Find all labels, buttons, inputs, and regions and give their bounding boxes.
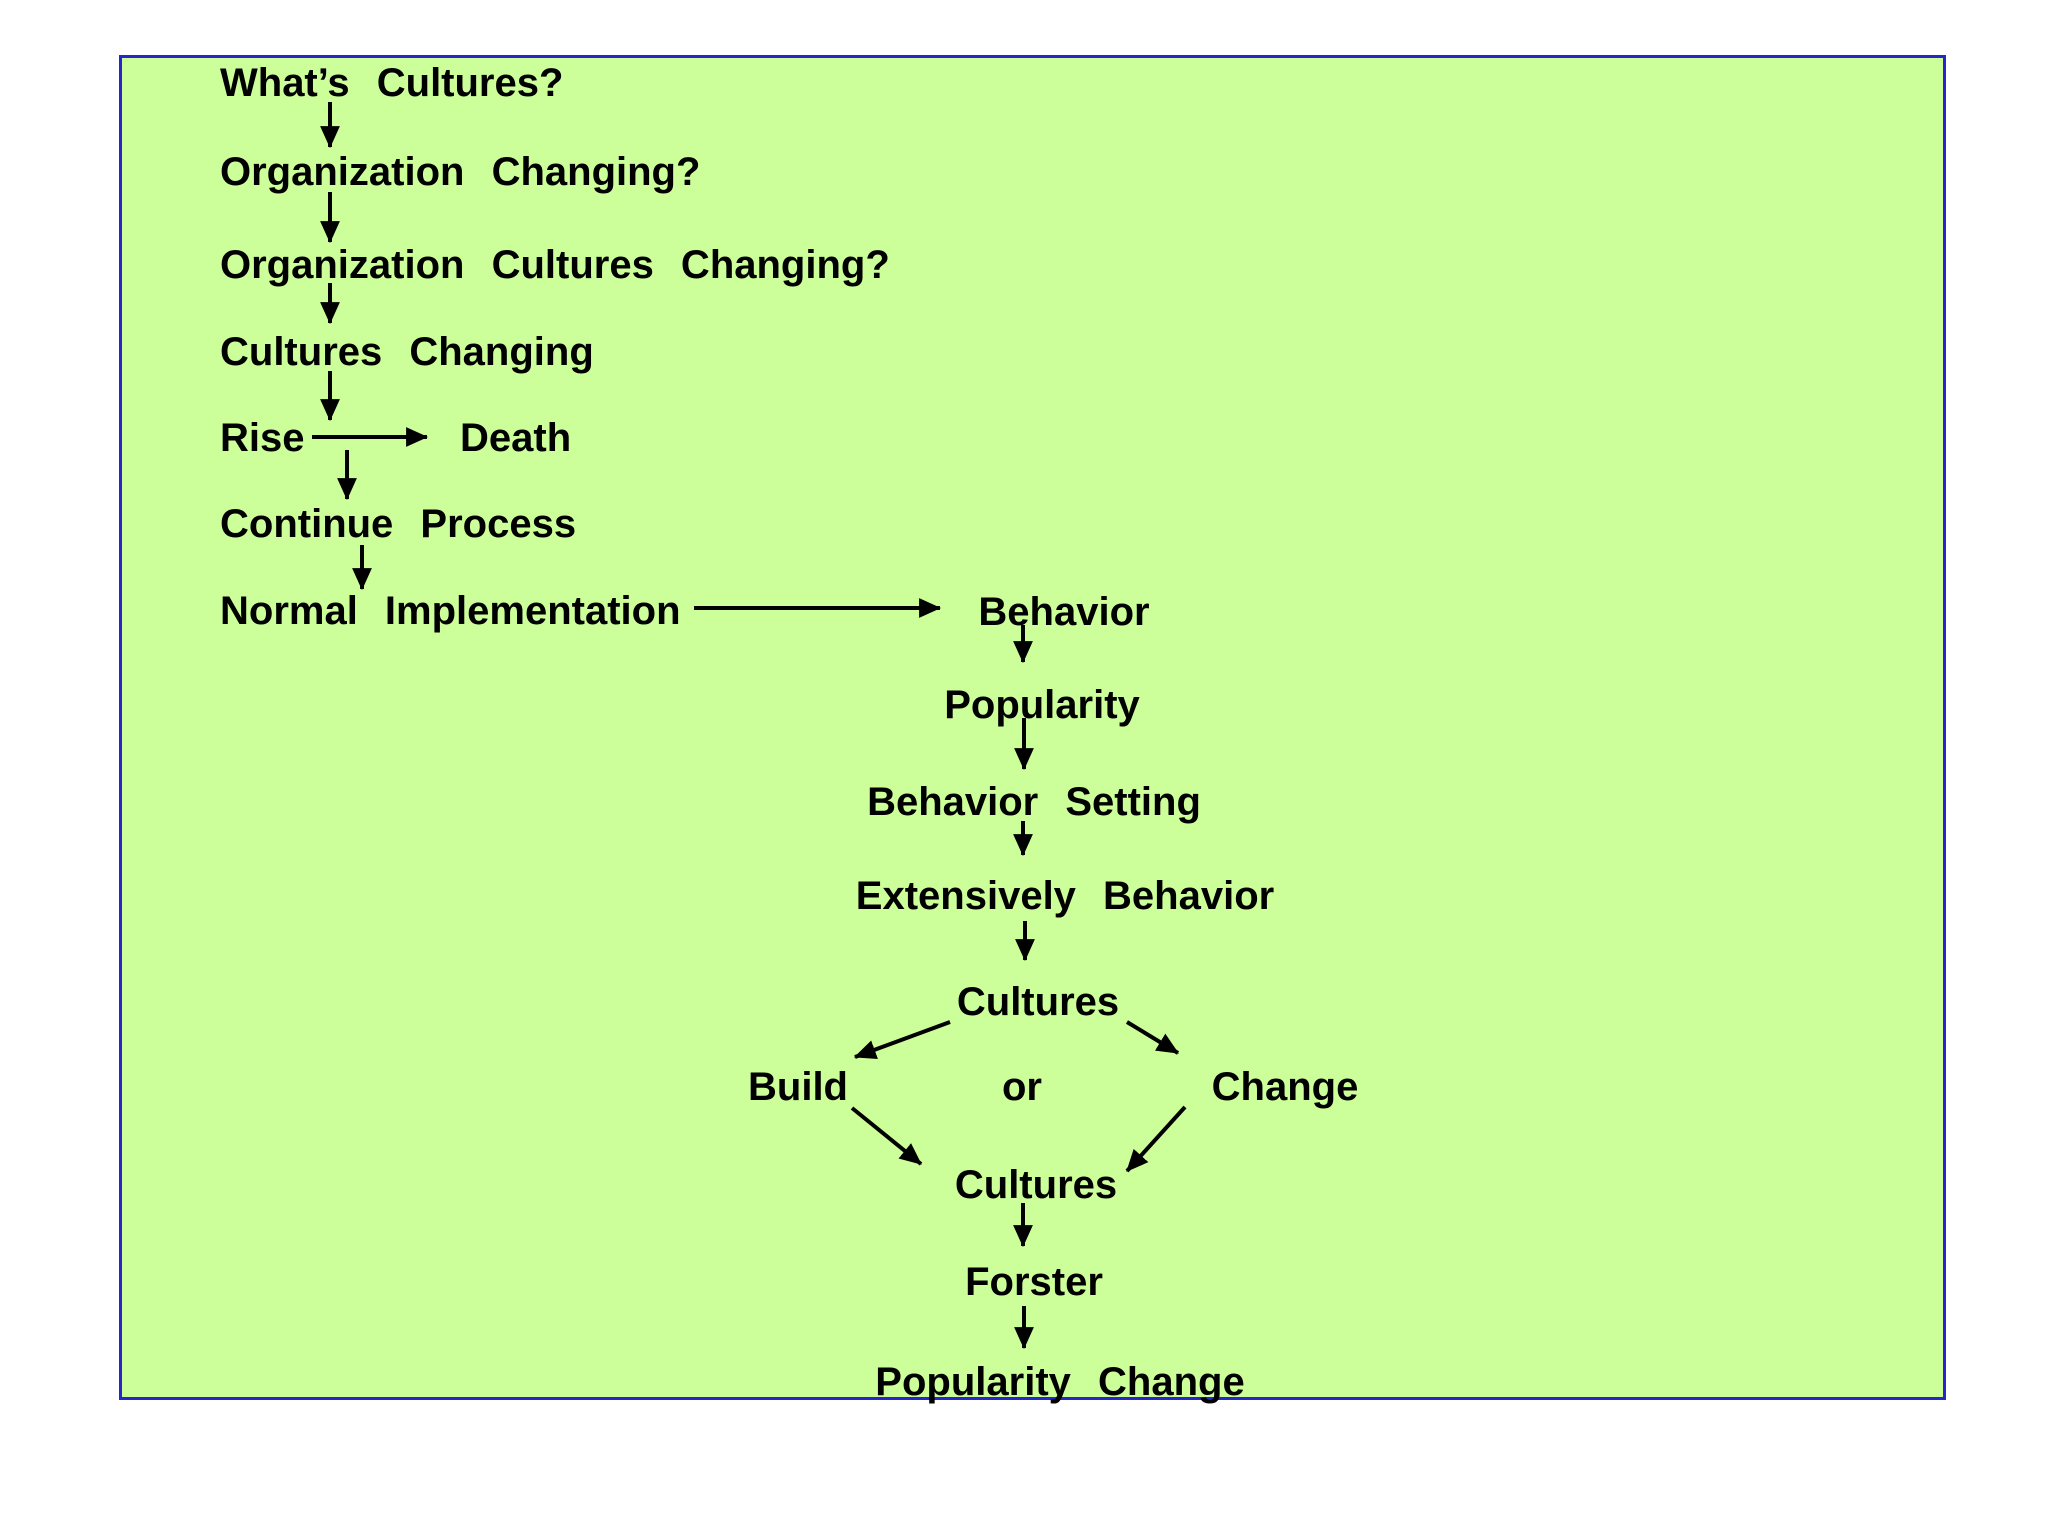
node-cultures-changing: Cultures Changing bbox=[220, 330, 594, 374]
node-organization-changing: Organization Changing? bbox=[220, 150, 701, 194]
node-behavior: Behavior bbox=[978, 590, 1150, 634]
node-death: Death bbox=[460, 416, 572, 460]
node-whats-cultures: What’s Cultures? bbox=[220, 61, 564, 105]
node-behavior-setting: Behavior Setting bbox=[867, 780, 1201, 824]
node-continue-process: Continue Process bbox=[220, 502, 577, 546]
node-cultures-bottom: Cultures bbox=[954, 1163, 1118, 1207]
node-rise: Rise bbox=[220, 416, 305, 460]
node-popularity: Popularity bbox=[944, 683, 1140, 727]
node-normal-implementation: Normal Implementation bbox=[220, 589, 681, 633]
node-popularity-change: Popularity Change bbox=[875, 1360, 1245, 1404]
node-forster: Forster bbox=[965, 1260, 1103, 1304]
node-cultures-top: Cultures bbox=[956, 980, 1120, 1024]
diagram-panel bbox=[119, 55, 1946, 1400]
node-change: Change bbox=[1211, 1065, 1359, 1109]
node-build: Build bbox=[748, 1065, 848, 1109]
node-extensively-behavior: Extensively Behavior bbox=[855, 874, 1275, 918]
node-or: or bbox=[1002, 1065, 1042, 1109]
node-organization-cultures-changing: Organization Cultures Changing? bbox=[220, 243, 890, 287]
